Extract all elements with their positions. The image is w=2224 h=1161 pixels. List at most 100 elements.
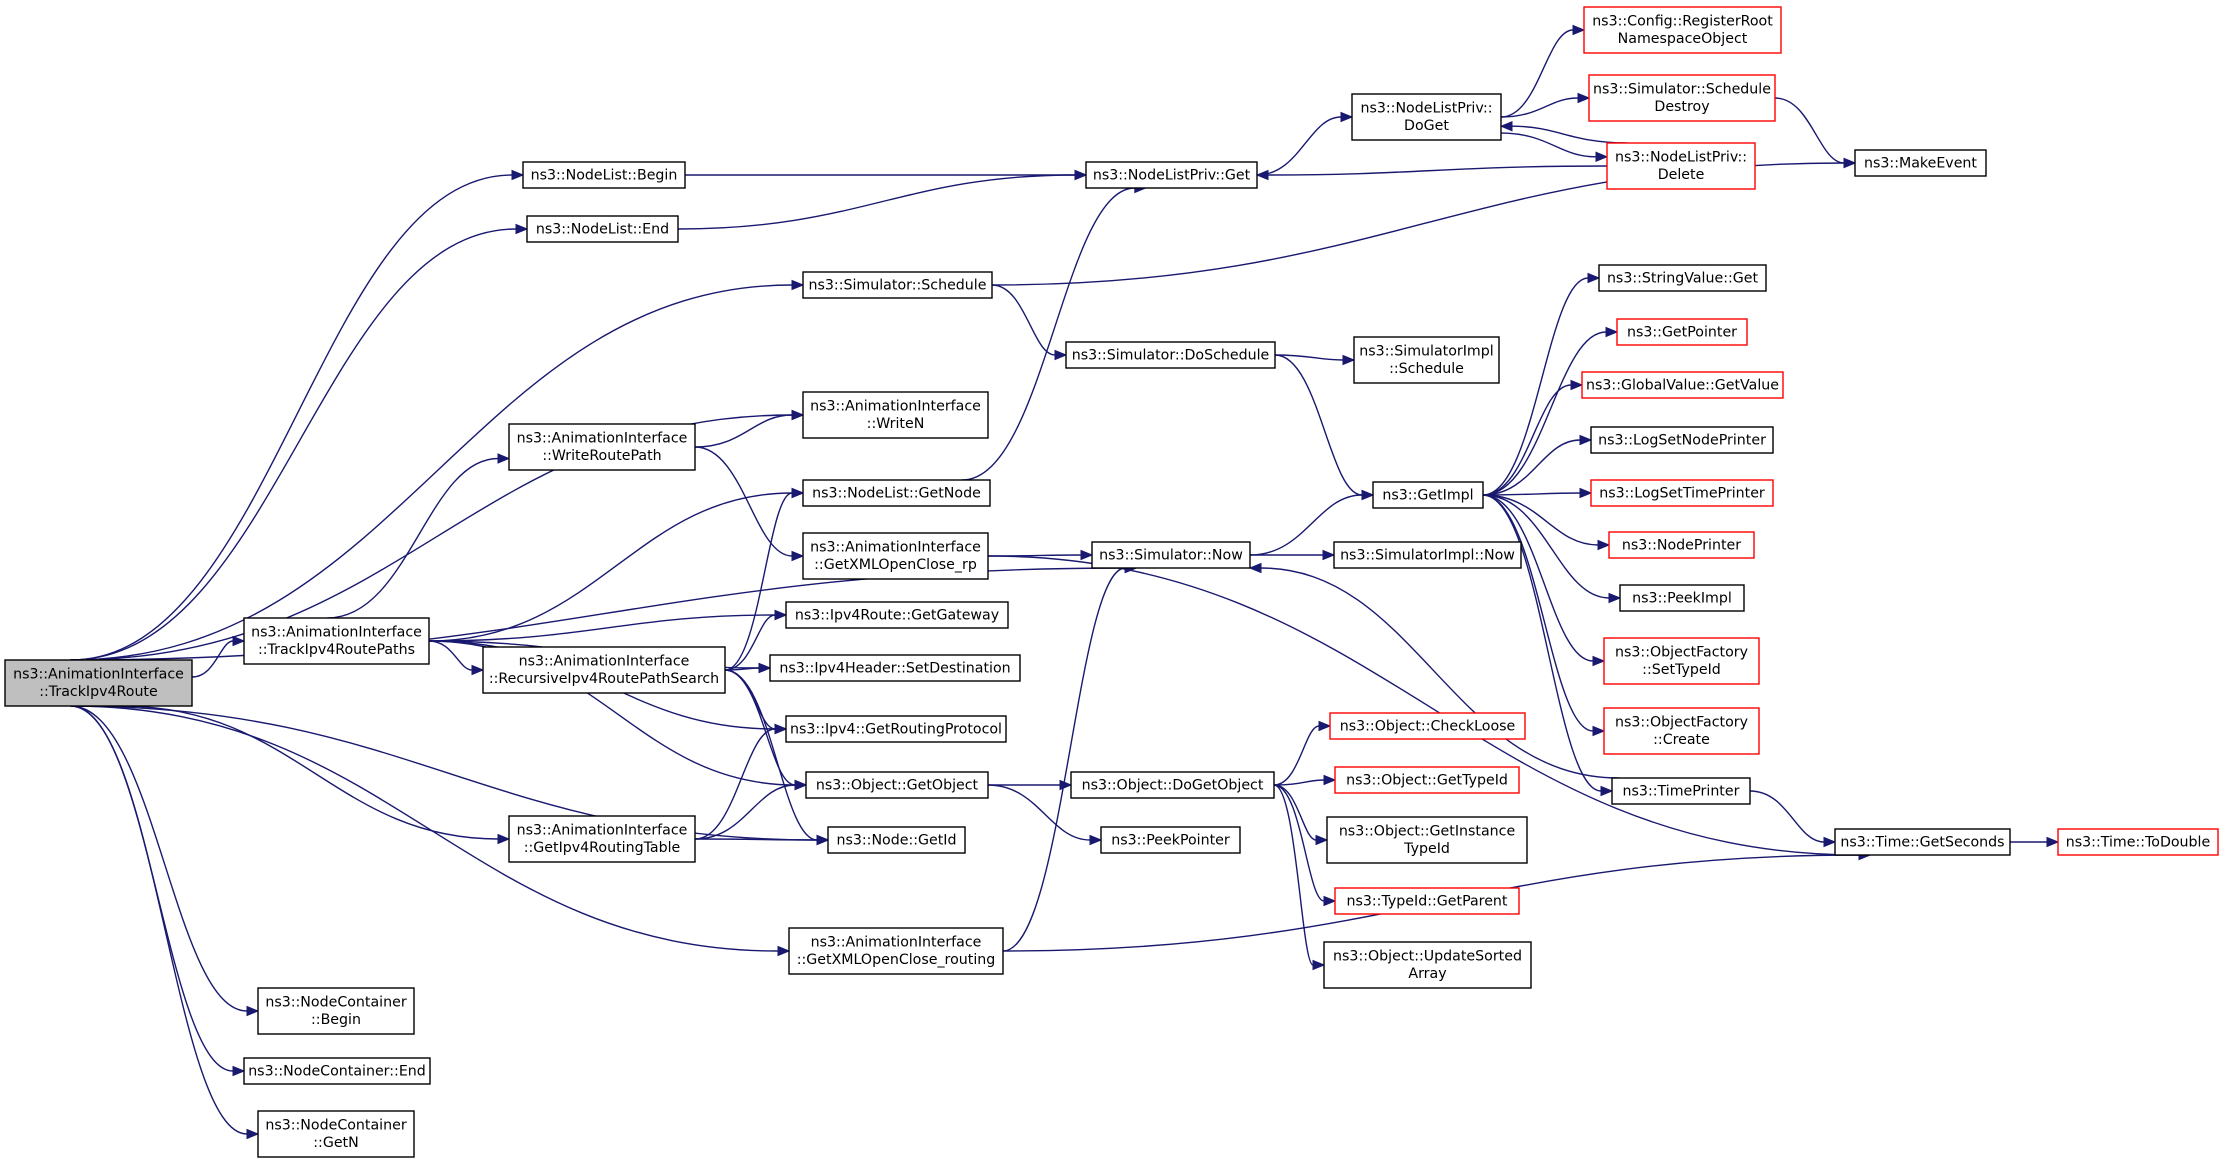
edge-line bbox=[1482, 494, 1594, 662]
node-nlp-get[interactable]: ns3::NodeListPriv::Get bbox=[1085, 161, 1258, 189]
node-label: ::GetN bbox=[313, 1135, 358, 1151]
node-label: ns3::NodeListPriv:: bbox=[1615, 150, 1747, 166]
node-getxml-routing[interactable]: ns3::AnimationInterface::GetXMLOpenClose… bbox=[788, 927, 1004, 975]
node-getgateway[interactable]: ns3::Ipv4Route::GetGateway bbox=[785, 601, 1009, 629]
edge-dogetobject-to-getinstancetypeid bbox=[1273, 784, 1329, 846]
node-label: ns3::NodeList::End bbox=[536, 221, 669, 237]
node-label: ns3::AnimationInterface bbox=[251, 625, 422, 641]
node-box bbox=[1070, 771, 1275, 799]
node-getpointer[interactable]: ns3::GetPointer bbox=[1616, 318, 1748, 346]
node-root[interactable]: ns3::AnimationInterface::TrackIpv4Route bbox=[4, 659, 193, 707]
node-typeid-getparent[interactable]: ns3::TypeId::GetParent bbox=[1334, 887, 1520, 915]
edge-line bbox=[70, 705, 248, 1012]
node-box bbox=[1333, 541, 1522, 569]
edge-nlp-doget-to-sim-scheduledestroy bbox=[1500, 92, 1591, 118]
node-label: ns3::Config::RegisterRoot bbox=[1592, 14, 1773, 30]
node-of-settypeid[interactable]: ns3::ObjectFactory::SetTypeId bbox=[1603, 637, 1760, 685]
edge-arrowhead bbox=[791, 487, 805, 499]
node-label: ns3::NodeListPriv:: bbox=[1360, 101, 1492, 117]
edge-arrowhead bbox=[1315, 834, 1329, 846]
edge-arrowhead bbox=[758, 662, 772, 674]
edge-line bbox=[724, 669, 776, 730]
node-sim-now[interactable]: ns3::Simulator::Now bbox=[1091, 541, 1251, 569]
node-nl-end[interactable]: ns3::NodeList::End bbox=[526, 215, 679, 243]
node-recursive[interactable]: ns3::AnimationInterface::RecursiveIpv4Ro… bbox=[482, 646, 726, 694]
node-nc-getn[interactable]: ns3::NodeContainer::GetN bbox=[257, 1110, 415, 1158]
node-getimpl[interactable]: ns3::GetImpl bbox=[1372, 481, 1484, 509]
node-label: ns3::GetPointer bbox=[1627, 324, 1737, 340]
edge-arrowhead bbox=[1342, 354, 1356, 366]
edge-getipv4rt-to-getobject bbox=[694, 779, 808, 840]
node-sim-doschedule[interactable]: ns3::Simulator::DoSchedule bbox=[1065, 341, 1276, 369]
node-label: ns3::Object::UpdateSorted bbox=[1333, 949, 1522, 965]
node-sim-schedule[interactable]: ns3::Simulator::Schedule bbox=[802, 271, 993, 299]
node-box bbox=[802, 391, 989, 439]
node-box bbox=[1588, 74, 1776, 122]
node-box bbox=[802, 271, 993, 299]
edge-line bbox=[987, 555, 1860, 856]
node-nl-begin[interactable]: ns3::NodeList::Begin bbox=[522, 161, 686, 189]
node-time-getseconds[interactable]: ns3::Time::GetSeconds bbox=[1834, 828, 2011, 856]
edge-nl-end-to-nlp-get bbox=[677, 169, 1088, 230]
node-simimpl-schedule[interactable]: ns3::SimulatorImpl::Schedule bbox=[1353, 336, 1500, 384]
node-writeroutepath[interactable]: ns3::AnimationInterface::WriteRoutePath bbox=[508, 423, 696, 471]
edge-trackpaths-to-recursive bbox=[428, 640, 485, 676]
edge-arrowhead bbox=[1579, 434, 1593, 446]
node-stringvalue-get[interactable]: ns3::StringValue::Get bbox=[1598, 264, 1767, 292]
node-timeprinter[interactable]: ns3::TimePrinter bbox=[1611, 777, 1751, 805]
node-box bbox=[1581, 371, 1784, 399]
node-dogetobject[interactable]: ns3::Object::DoGetObject bbox=[1070, 771, 1275, 799]
node-nl-getnode[interactable]: ns3::NodeList::GetNode bbox=[802, 479, 991, 507]
node-getipv4rt[interactable]: ns3::AnimationInterface::GetIpv4RoutingT… bbox=[508, 815, 696, 863]
node-peekimpl[interactable]: ns3::PeekImpl bbox=[1619, 584, 1745, 612]
node-simimpl-now[interactable]: ns3::SimulatorImpl::Now bbox=[1333, 541, 1522, 569]
node-makeevent[interactable]: ns3::MakeEvent bbox=[1854, 149, 1987, 177]
node-trackpaths[interactable]: ns3::AnimationInterface::TrackIpv4RouteP… bbox=[243, 617, 430, 665]
edge-arrowhead bbox=[246, 1005, 260, 1017]
node-nlp-doget[interactable]: ns3::NodeListPriv::DoGet bbox=[1351, 93, 1502, 141]
edge-getipv4rt-to-node-getid bbox=[694, 834, 830, 846]
node-peekpointer[interactable]: ns3::PeekPointer bbox=[1100, 826, 1241, 854]
node-getobject[interactable]: ns3::Object::GetObject bbox=[805, 771, 989, 799]
node-writen[interactable]: ns3::AnimationInterface::WriteN bbox=[802, 391, 989, 439]
edge-line bbox=[70, 705, 234, 1072]
node-logsetnodeprinter[interactable]: ns3::LogSetNodePrinter bbox=[1590, 426, 1774, 454]
node-label: DoGet bbox=[1404, 118, 1449, 134]
node-label: ns3::PeekImpl bbox=[1632, 590, 1732, 606]
node-getxml-rp[interactable]: ns3::AnimationInterface::GetXMLOpenClose… bbox=[802, 532, 989, 580]
node-label: ns3::AnimationInterface bbox=[13, 667, 184, 683]
node-setdest[interactable]: ns3::Ipv4Header::SetDestination bbox=[769, 654, 1021, 682]
edge-line bbox=[1482, 277, 1589, 496]
node-label: ns3::NodeListPriv::Get bbox=[1093, 167, 1251, 183]
node-nlp-delete[interactable]: ns3::NodeListPriv::Delete bbox=[1606, 142, 1756, 190]
node-nodeprinter[interactable]: ns3::NodePrinter bbox=[1608, 531, 1755, 559]
node-box bbox=[4, 659, 193, 707]
edge-dogetobject-to-updatesorted bbox=[1273, 784, 1326, 971]
node-label: ::TrackIpv4Route bbox=[39, 684, 157, 700]
node-box bbox=[802, 479, 991, 507]
node-node-getid[interactable]: ns3::Node::GetId bbox=[827, 826, 966, 854]
node-nc-end[interactable]: ns3::NodeContainer::End bbox=[243, 1057, 431, 1085]
node-globalvalue-getvalue[interactable]: ns3::GlobalValue::GetValue bbox=[1581, 371, 1784, 399]
edge-arrowhead bbox=[497, 453, 511, 464]
node-label: ns3::SimulatorImpl::Now bbox=[1340, 547, 1515, 563]
node-checkloose[interactable]: ns3::Object::CheckLoose bbox=[1329, 712, 1526, 740]
node-label: ::GetIpv4RoutingTable bbox=[524, 840, 681, 856]
node-box bbox=[1619, 584, 1745, 612]
node-getrouting[interactable]: ns3::Ipv4::GetRoutingProtocol bbox=[785, 715, 1007, 743]
node-box bbox=[1616, 318, 1748, 346]
edge-writeroutepath-to-writen bbox=[694, 409, 805, 448]
node-gettypeid[interactable]: ns3::Object::GetTypeId bbox=[1334, 766, 1520, 794]
node-time-todouble[interactable]: ns3::Time::ToDouble bbox=[2057, 828, 2219, 856]
edge-nl-begin-to-nlp-get bbox=[685, 169, 1088, 181]
node-nc-begin[interactable]: ns3::NodeContainer::Begin bbox=[257, 987, 415, 1035]
node-of-create[interactable]: ns3::ObjectFactory::Create bbox=[1603, 707, 1760, 755]
node-label: ns3::TimePrinter bbox=[1623, 783, 1740, 799]
node-box bbox=[1353, 336, 1500, 384]
node-logsettimeprinter[interactable]: ns3::LogSetTimePrinter bbox=[1590, 479, 1774, 507]
node-label: ns3::Object::GetTypeId bbox=[1346, 772, 1508, 788]
